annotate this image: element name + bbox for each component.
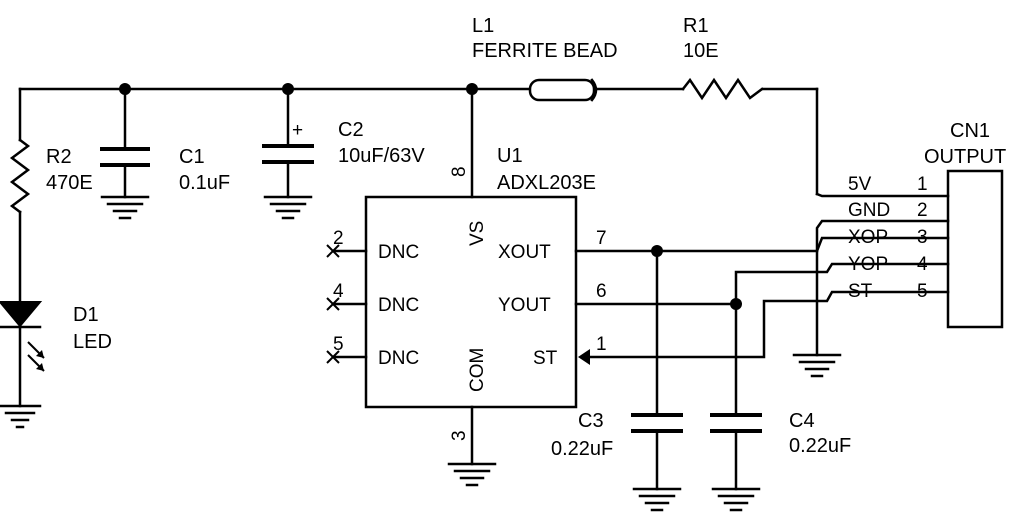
pin-number: 1 (917, 174, 928, 195)
pin-number: 6 (596, 281, 607, 302)
d1-ref: D1 (73, 304, 99, 326)
ic-u1: U1 ADXL203E 8 VS 3 COM 2 DNC 4 DNC 5 DNC… (326, 87, 607, 466)
ground-symbols (0, 195, 842, 512)
ground-icon (100, 195, 150, 220)
capacitor-c2: + C2 10uF/63V (262, 87, 425, 199)
c4-value: 0.22uF (789, 435, 851, 457)
ground-icon (632, 487, 682, 512)
net-label-st: ST (848, 281, 873, 302)
ground-icon (0, 404, 42, 429)
pin-number: 3 (917, 227, 928, 248)
net-label-5v: 5V (848, 174, 872, 195)
pin-name-dnc: DNC (378, 242, 419, 263)
cn1-ref: CN1 (950, 120, 990, 142)
input-arrow-icon (578, 349, 590, 365)
pin-number: 4 (917, 254, 928, 275)
pin-name-com: COM (467, 348, 488, 392)
net-label-xop: XOP (848, 227, 888, 248)
pin-name-vs: VS (467, 221, 488, 246)
pin-name-xout: XOUT (498, 242, 551, 263)
pin-name-dnc: DNC (378, 348, 419, 369)
c3-value: 0.22uF (551, 438, 613, 460)
resistor-r1: R1 10E (681, 15, 764, 101)
ground-icon (792, 353, 842, 378)
cn1-value: OUTPUT (924, 146, 1006, 168)
l1-value: FERRITE BEAD (472, 40, 618, 62)
l1-ref: L1 (472, 15, 494, 37)
u1-value: ADXL203E (497, 172, 596, 194)
pin-name-yout: YOUT (498, 295, 551, 316)
pin-number: 8 (449, 166, 470, 177)
capacitor-c3: C3 0.22uF (551, 249, 683, 491)
c2-value: 10uF/63V (338, 145, 425, 167)
pin-number: 5 (917, 281, 928, 302)
pin-number: 7 (596, 228, 607, 249)
pin-number: 3 (449, 430, 470, 441)
c2-ref: C2 (338, 119, 364, 141)
pin-number: 2 (333, 228, 344, 249)
d1-value: LED (73, 331, 112, 353)
c1-value: 0.1uF (179, 172, 230, 194)
capacitor-c1: C1 0.1uF (100, 87, 230, 199)
c3-ref: C3 (578, 410, 604, 432)
u1-ref: U1 (497, 145, 523, 167)
ground-icon (447, 462, 497, 487)
pin-number: 1 (596, 334, 607, 355)
net-label-gnd: GND (848, 200, 890, 221)
c4-ref: C4 (789, 410, 815, 432)
net-label-yop: YOP (848, 254, 888, 275)
output-nets (574, 192, 950, 359)
pin-name-st: ST (533, 348, 558, 369)
capacitor-c4: C4 0.22uF (710, 302, 851, 491)
pin-number: 4 (333, 281, 344, 302)
connector-cn1: CN1 OUTPUT 5V 1 GND 2 XOP 3 YOP 4 ST 5 (848, 120, 1006, 329)
pin-name-dnc: DNC (378, 295, 419, 316)
supply-rail (18, 83, 819, 196)
ground-icon (711, 487, 761, 512)
ground-icon (263, 195, 313, 220)
resistor-r2: R2 470E (9, 87, 93, 304)
c2-polarity: + (292, 120, 303, 141)
r1-ref: R1 (683, 15, 709, 37)
r2-ref: R2 (46, 146, 72, 168)
c1-ref: C1 (179, 146, 205, 168)
pin-number: 5 (333, 334, 344, 355)
led-d1: D1 LED (0, 301, 112, 408)
r1-value: 10E (683, 40, 719, 62)
pin-number: 2 (917, 200, 928, 221)
ferrite-bead-l1: L1 FERRITE BEAD (472, 15, 618, 102)
r2-value: 470E (46, 172, 93, 194)
